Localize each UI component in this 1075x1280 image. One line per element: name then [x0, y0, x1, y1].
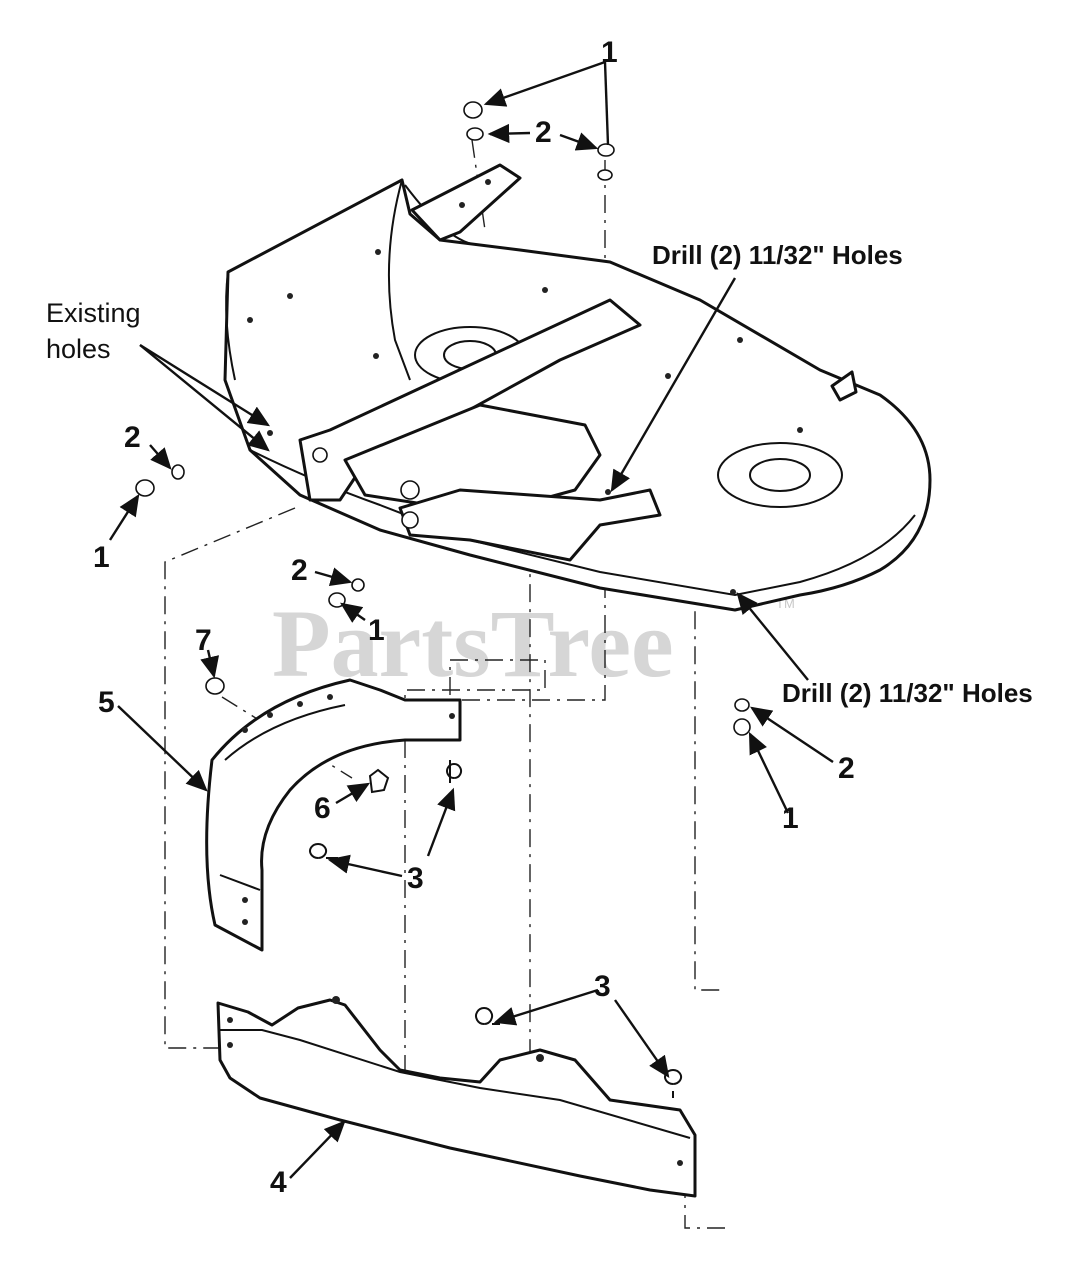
- note-existing-holes-line2: holes: [46, 334, 111, 364]
- washer-top-left: [466, 127, 484, 141]
- nut-top-left: [463, 101, 483, 119]
- callout-7: 7: [195, 624, 212, 657]
- mower-deck: [223, 163, 932, 612]
- watermark: PartsTree: [272, 590, 674, 697]
- callout-1-right: 1: [782, 802, 799, 835]
- note-drill-holes-top: Drill (2) 11/32" Holes: [652, 240, 903, 270]
- wing-nut-6: [368, 768, 390, 794]
- note-drill-holes-right: Drill (2) 11/32" Holes: [782, 678, 1033, 708]
- washer-left: [171, 464, 185, 480]
- note-existing-holes-line1: Existing: [46, 298, 141, 328]
- bolt-3-upper: [446, 760, 463, 783]
- washer-top-right: [597, 143, 615, 157]
- leader-lines: [108, 60, 834, 1179]
- callout-1-top: 1: [601, 36, 618, 69]
- bolt-3-lower: [309, 843, 338, 859]
- bolt-3-deflector-b: [664, 1069, 682, 1098]
- callout-2-mid: 2: [291, 554, 308, 587]
- washer-mid: [351, 578, 365, 592]
- washer-right: [734, 698, 750, 712]
- nut-7: [205, 677, 225, 695]
- callout-2-right: 2: [838, 752, 855, 785]
- callout-1-mid: 1: [368, 614, 385, 647]
- nut-left: [135, 479, 155, 497]
- callout-2-left: 2: [124, 421, 141, 454]
- callout-4: 4: [270, 1166, 287, 1199]
- deflector-part-4: [216, 996, 697, 1198]
- callout-1-left: 1: [93, 541, 110, 574]
- callout-2-top: 2: [535, 116, 552, 149]
- curved-baffle-part-5: [205, 678, 462, 952]
- nut-right: [733, 718, 751, 736]
- callout-3-baffle: 3: [407, 862, 424, 895]
- callout-5: 5: [98, 686, 115, 719]
- callout-3-deflector: 3: [594, 970, 611, 1003]
- callout-6: 6: [314, 792, 331, 825]
- nut-top-right: [597, 169, 613, 181]
